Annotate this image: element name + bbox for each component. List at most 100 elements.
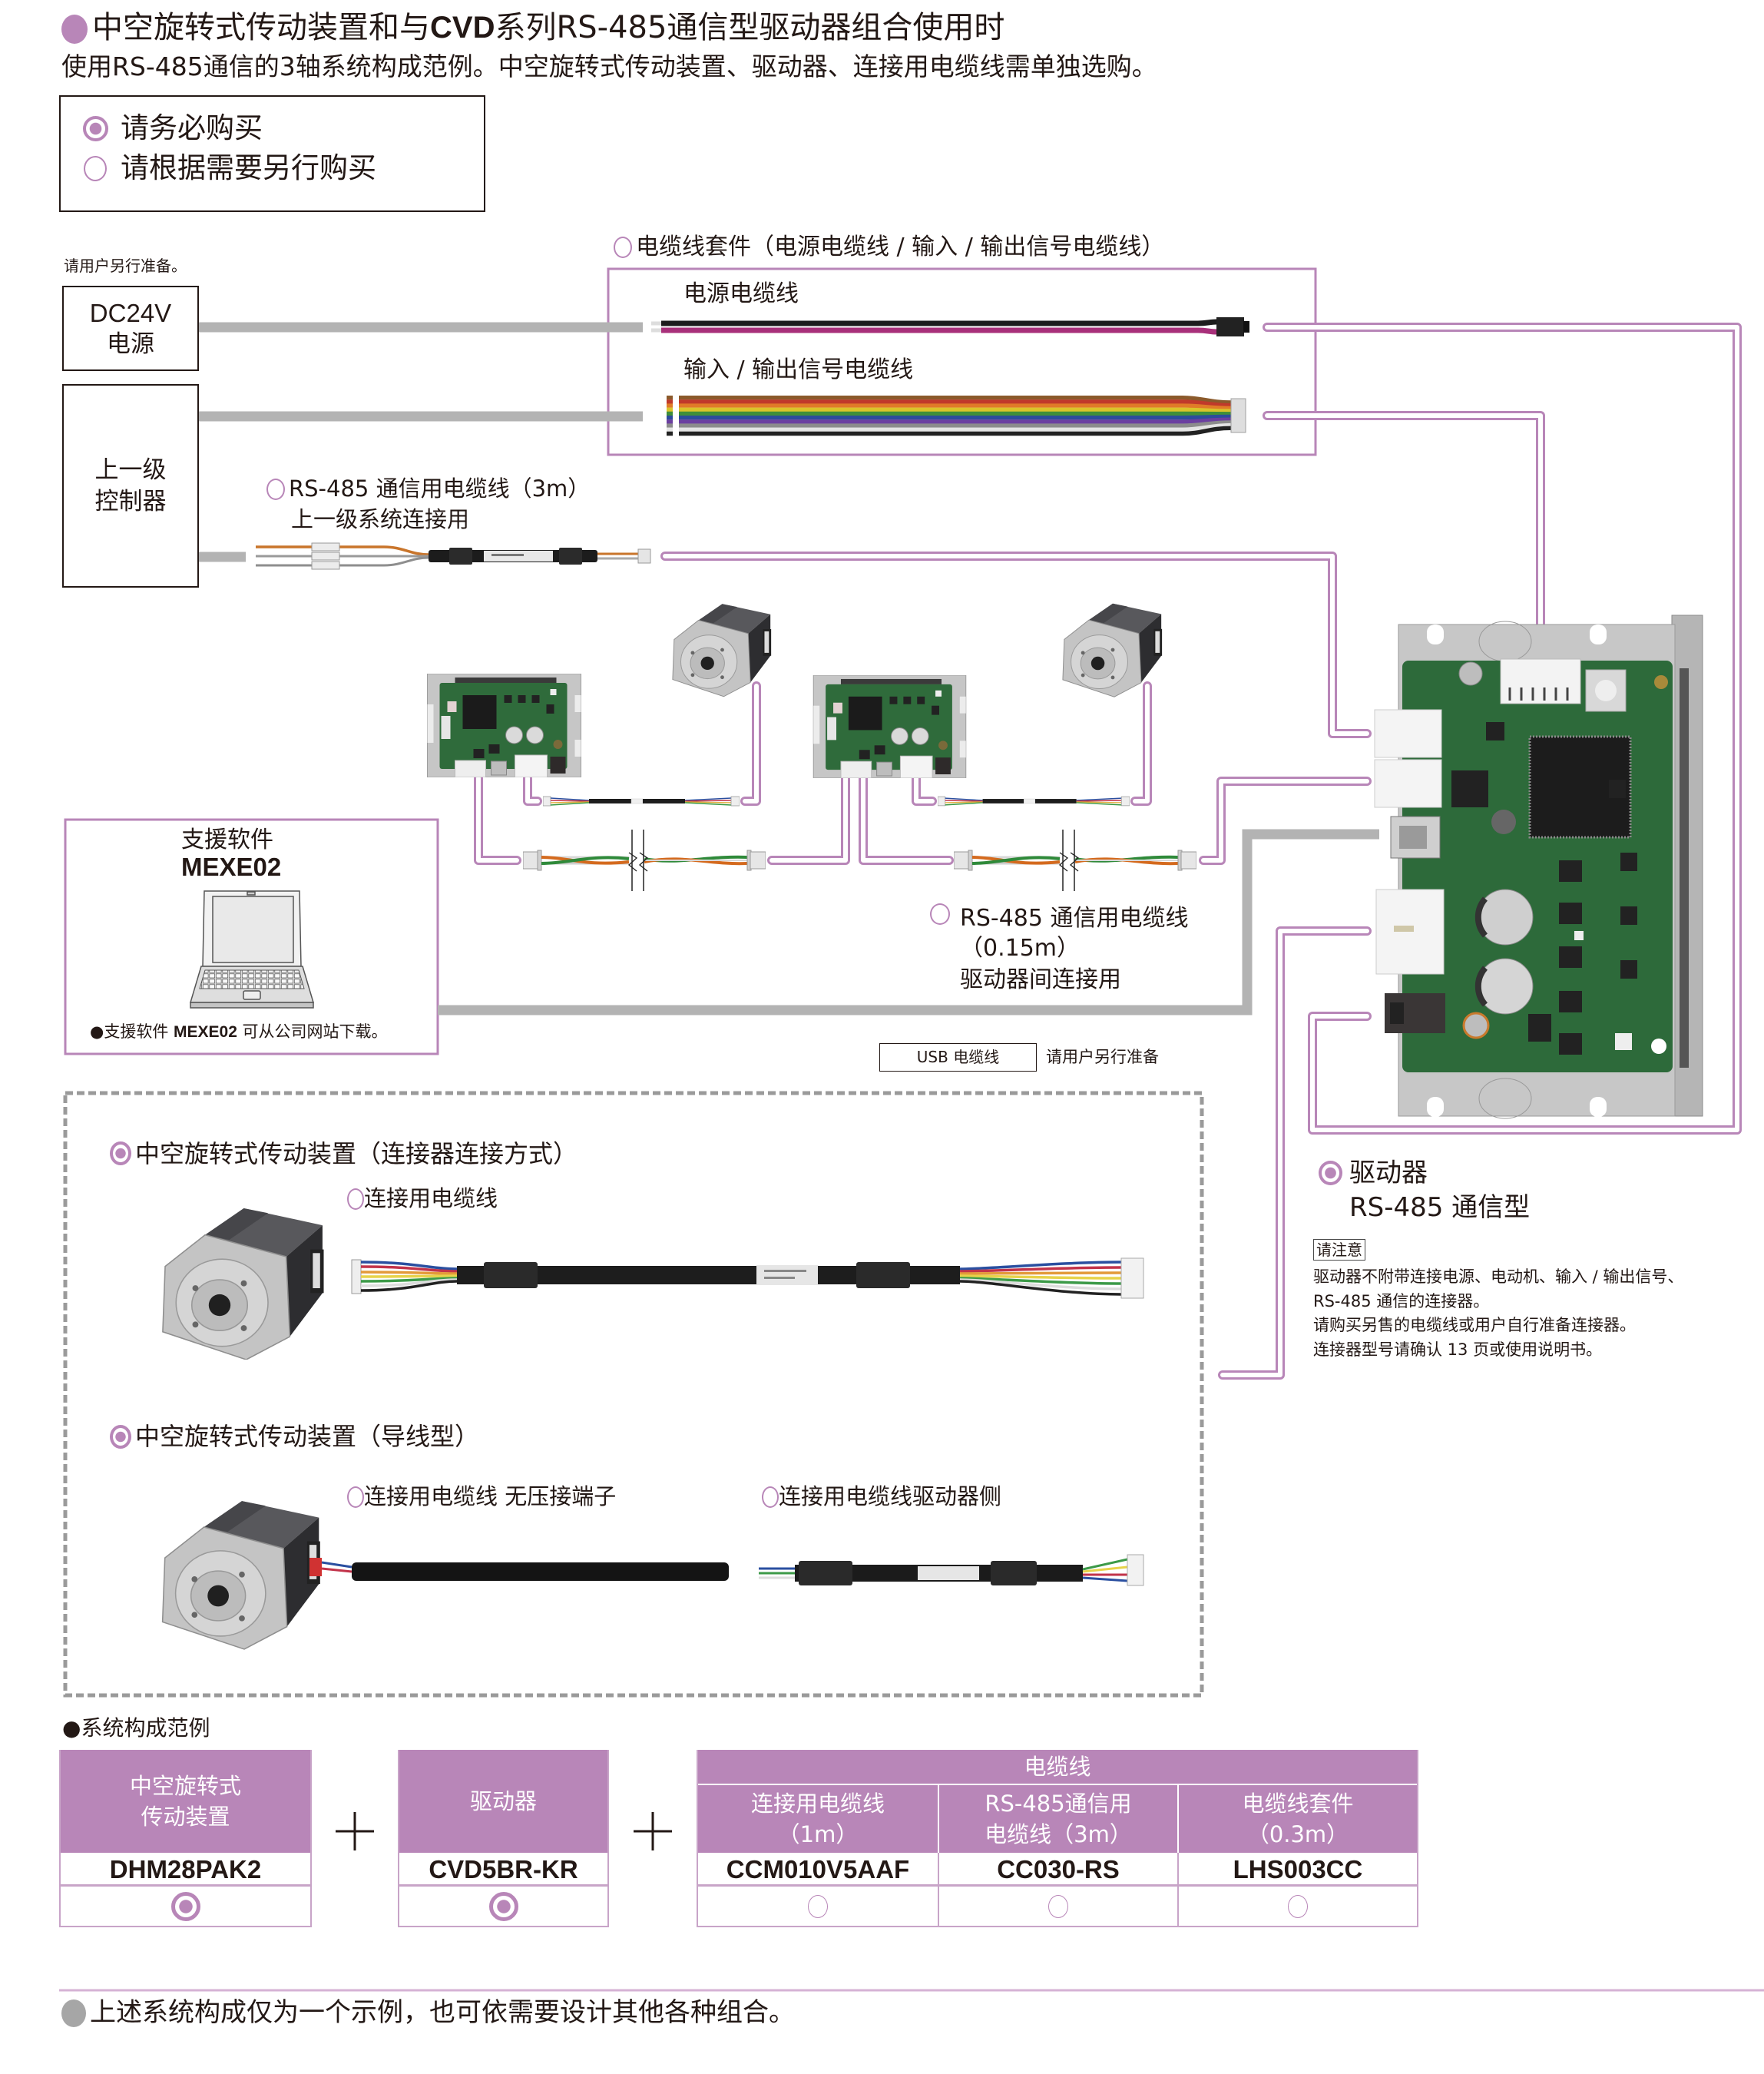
rs485-cable-3m-usage: 上一级系统连接用: [291, 506, 470, 532]
support-software-name-text: MEXE02: [181, 853, 282, 881]
actuator-connector-type-image: [162, 1208, 325, 1360]
power-supply-voltage: DC24V: [89, 298, 172, 327]
mark-cell: [61, 1887, 310, 1926]
io-cable-label: 输入 / 输出信号电缆线: [683, 356, 914, 383]
tube-axis2-rs485-out: [859, 774, 954, 865]
table-header-line: 驱动器: [469, 1788, 537, 1814]
connection-cable-driver-side-image: [759, 1554, 1144, 1586]
caution-label: 请注意: [1313, 1239, 1365, 1261]
rs485-cable-015m-length: （0.15m）: [960, 935, 1081, 962]
model-number: CC030-RS: [938, 1853, 1177, 1887]
connection-cable-driver-side-label: 连接用电缆线驱动器侧: [779, 1483, 1002, 1509]
support-software-note-part: ●支援软件: [90, 1022, 174, 1041]
radio-empty-icon: [347, 1486, 364, 1508]
caution-line: 连接器型号请确认 13 页或使用说明书。: [1313, 1340, 1603, 1359]
page-title: 中空旋转式传动装置和与CVD系列RS-485通信型驱动器组合使用时: [92, 9, 1004, 46]
mark-cell: [1177, 1887, 1417, 1926]
table-column: 连接用电缆线 （1m） CCM010V5AAF: [698, 1785, 938, 1926]
table-header: 中空旋转式 传动装置: [61, 1750, 310, 1853]
table-header: 驱动器: [399, 1750, 607, 1853]
page-subtitle: 使用RS-485通信的3轴系统构成范例。中空旋转式传动装置、驱动器、连接用电缆线…: [61, 51, 1157, 81]
tube-axis1-driver-motor: [523, 774, 542, 806]
table-header-line: 电缆线套件: [1242, 1791, 1354, 1817]
legend-box: [59, 95, 485, 212]
model-number: CVD5BR-KR: [399, 1853, 607, 1887]
rs485-cable-015m-image-1: [523, 830, 766, 891]
table-header-line: 连接用电缆线: [750, 1791, 885, 1817]
page-title-series: CVD: [430, 11, 495, 45]
radio-empty-icon: [84, 156, 107, 181]
bullet-icon: ●: [62, 1715, 81, 1741]
caution-notes: 驱动器不附带连接电源、电动机、输入 / 输出信号、 RS-485 通信的连接器。…: [1313, 1265, 1683, 1362]
system-table-actuator: 中空旋转式 传动装置 DHM28PAK2: [59, 1750, 312, 1927]
table-header-line: （0.3m）: [1246, 1821, 1349, 1847]
title-bullet-icon: [61, 15, 88, 44]
actuator-connector-type-title: 中空旋转式传动装置（连接器连接方式）: [135, 1139, 578, 1168]
host-controller-line2: 控制器: [94, 487, 167, 515]
caution-line: RS-485 通信的连接器。: [1313, 1291, 1490, 1310]
mark-cell: [399, 1887, 607, 1926]
user-supplied-note: 请用户另行准备。: [64, 257, 187, 275]
table-header: 连接用电缆线 （1m）: [698, 1785, 938, 1853]
motor-cable-image-axis-2: [938, 796, 1130, 807]
tube-power-cable: [1263, 323, 1742, 1135]
driver-rs485-image: [1374, 615, 1703, 1119]
connection-cable-no-crimp-image: [352, 1562, 729, 1581]
mark-cell: [698, 1887, 938, 1926]
radio-empty-icon: [762, 1486, 779, 1508]
support-software-title: 支援软件: [181, 827, 273, 853]
laptop-icon: [189, 890, 315, 1009]
tube-axis2-rs485-in: [767, 774, 850, 865]
page-title-part: 系列RS-485通信型驱动器组合使用时: [495, 10, 1005, 45]
mark-cell: [938, 1887, 1177, 1926]
page-title-part: 中空旋转式传动装置和与: [92, 10, 430, 45]
model-number: DHM28PAK2: [61, 1853, 310, 1887]
system-example-title: ●系统构成范例: [62, 1715, 210, 1741]
table-header-line: RS-485通信用: [985, 1791, 1132, 1817]
rs485-cable-3m-label: RS-485 通信用电缆线（3m）: [289, 475, 591, 502]
radio-filled-icon: [110, 1141, 131, 1165]
radio-filled-icon: [110, 1425, 131, 1449]
table-header-line: 传动装置: [141, 1804, 230, 1830]
caution-line: 驱动器不附带连接电源、电动机、输入 / 输出信号、: [1313, 1267, 1684, 1286]
radio-filled-icon: [1319, 1161, 1342, 1185]
usb-cable-line: [438, 829, 1379, 1015]
plus-sign-1: [336, 1812, 374, 1850]
power-supply-label: 电源: [107, 330, 154, 358]
driver-image-axis-2: [812, 675, 967, 778]
footer-bullet-icon: [61, 1999, 86, 2027]
connection-cable-no-crimp-label: 连接用电缆线 无压接端子: [364, 1483, 617, 1509]
system-table-cables: 电缆线 连接用电缆线 （1m） CCM010V5AAF RS-485通信用 电缆…: [697, 1750, 1418, 1927]
driver-subtitle: RS-485 通信型: [1349, 1192, 1531, 1223]
radio-empty-icon: [266, 479, 285, 500]
table-column: 电缆线套件 （0.3m） LHS003CC: [1177, 1785, 1417, 1926]
legend-item-optional: 请根据需要另行购买: [121, 151, 376, 184]
host-controller-line1: 上一级: [94, 456, 167, 484]
rs485-cable-015m-image-2: [954, 830, 1196, 891]
table-columns: 连接用电缆线 （1m） CCM010V5AAF RS-485通信用 电缆线（3m…: [698, 1785, 1417, 1926]
radio-empty-icon: [614, 237, 632, 258]
radio-empty-icon: [930, 903, 950, 925]
actuator-lead-wire-type-image: [161, 1500, 321, 1650]
system-table-driver: 驱动器 CVD5BR-KR: [398, 1750, 609, 1927]
power-cable-label: 电源电缆线: [683, 280, 799, 307]
tube-axis1-motor: [740, 681, 761, 806]
connection-tubes: [474, 323, 1742, 1380]
usb-cable-note: 请用户另行准备: [1046, 1048, 1159, 1066]
tube-rs485-out: [1199, 777, 1372, 865]
support-software-note: ●支援软件 MEXE02 可从公司网站下载。: [90, 1022, 388, 1042]
model-number: LHS003CC: [1177, 1853, 1417, 1887]
radio-filled-icon: [170, 1891, 200, 1921]
radio-empty-icon: [808, 1894, 828, 1918]
motor-cable-image-axis-1: [543, 796, 740, 807]
radio-filled-icon: [488, 1891, 518, 1921]
table-header: RS-485通信用 电缆线（3m）: [938, 1785, 1177, 1853]
connection-cable-label: 连接用电缆线: [364, 1185, 498, 1211]
actuator-lead-wires: [309, 1558, 352, 1576]
table-header-line: （1m）: [777, 1821, 859, 1847]
support-software-note-part: 可从公司网站下载。: [237, 1022, 388, 1041]
radio-empty-icon: [1288, 1894, 1308, 1918]
legend-item-required: 请务必购买: [121, 111, 263, 144]
support-software-box: [64, 818, 439, 1055]
